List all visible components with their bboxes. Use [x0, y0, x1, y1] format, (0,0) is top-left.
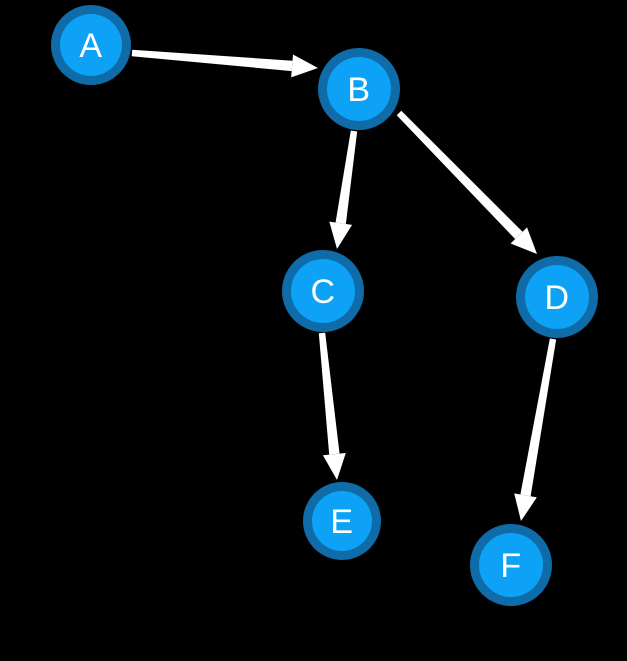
- graph-edge-a-b[interactable]: [131, 49, 318, 78]
- graph-edge-b-c[interactable]: [329, 130, 358, 249]
- node-fill: [60, 14, 122, 76]
- graph-edge-b-d[interactable]: [396, 110, 537, 254]
- edge-arrowhead-icon: [329, 221, 353, 249]
- node-fill: [291, 259, 355, 323]
- edge-shaft: [396, 110, 523, 240]
- nodes-layer: A B C D E F: [51, 5, 598, 606]
- node-label: D: [544, 279, 569, 317]
- edge-arrowhead-icon: [510, 227, 537, 254]
- edge-shaft: [335, 130, 358, 225]
- node-fill: [479, 533, 543, 597]
- graph-node-d[interactable]: D: [516, 256, 598, 338]
- edge-shaft: [520, 338, 557, 497]
- edge-arrowhead-icon: [514, 493, 537, 521]
- node-label: B: [347, 71, 370, 109]
- node-fill: [525, 265, 589, 329]
- graph-edge-d-f[interactable]: [514, 338, 557, 521]
- graph-node-e[interactable]: E: [303, 482, 381, 560]
- edge-shaft: [318, 332, 340, 455]
- node-label: E: [330, 503, 353, 541]
- edge-arrowhead-icon: [322, 452, 346, 480]
- graph-node-f[interactable]: F: [470, 524, 552, 606]
- graph-node-c[interactable]: C: [282, 250, 364, 332]
- edges-layer: [131, 49, 557, 521]
- node-fill: [312, 491, 372, 551]
- edge-shaft: [131, 49, 293, 72]
- graph-node-a[interactable]: A: [51, 5, 131, 85]
- node-label: F: [500, 547, 521, 585]
- graph-edge-c-e[interactable]: [318, 332, 346, 480]
- node-label: C: [310, 273, 335, 311]
- node-fill: [327, 57, 391, 121]
- edge-arrowhead-icon: [291, 54, 318, 78]
- node-label: A: [79, 27, 102, 65]
- graph-node-b[interactable]: B: [318, 48, 400, 130]
